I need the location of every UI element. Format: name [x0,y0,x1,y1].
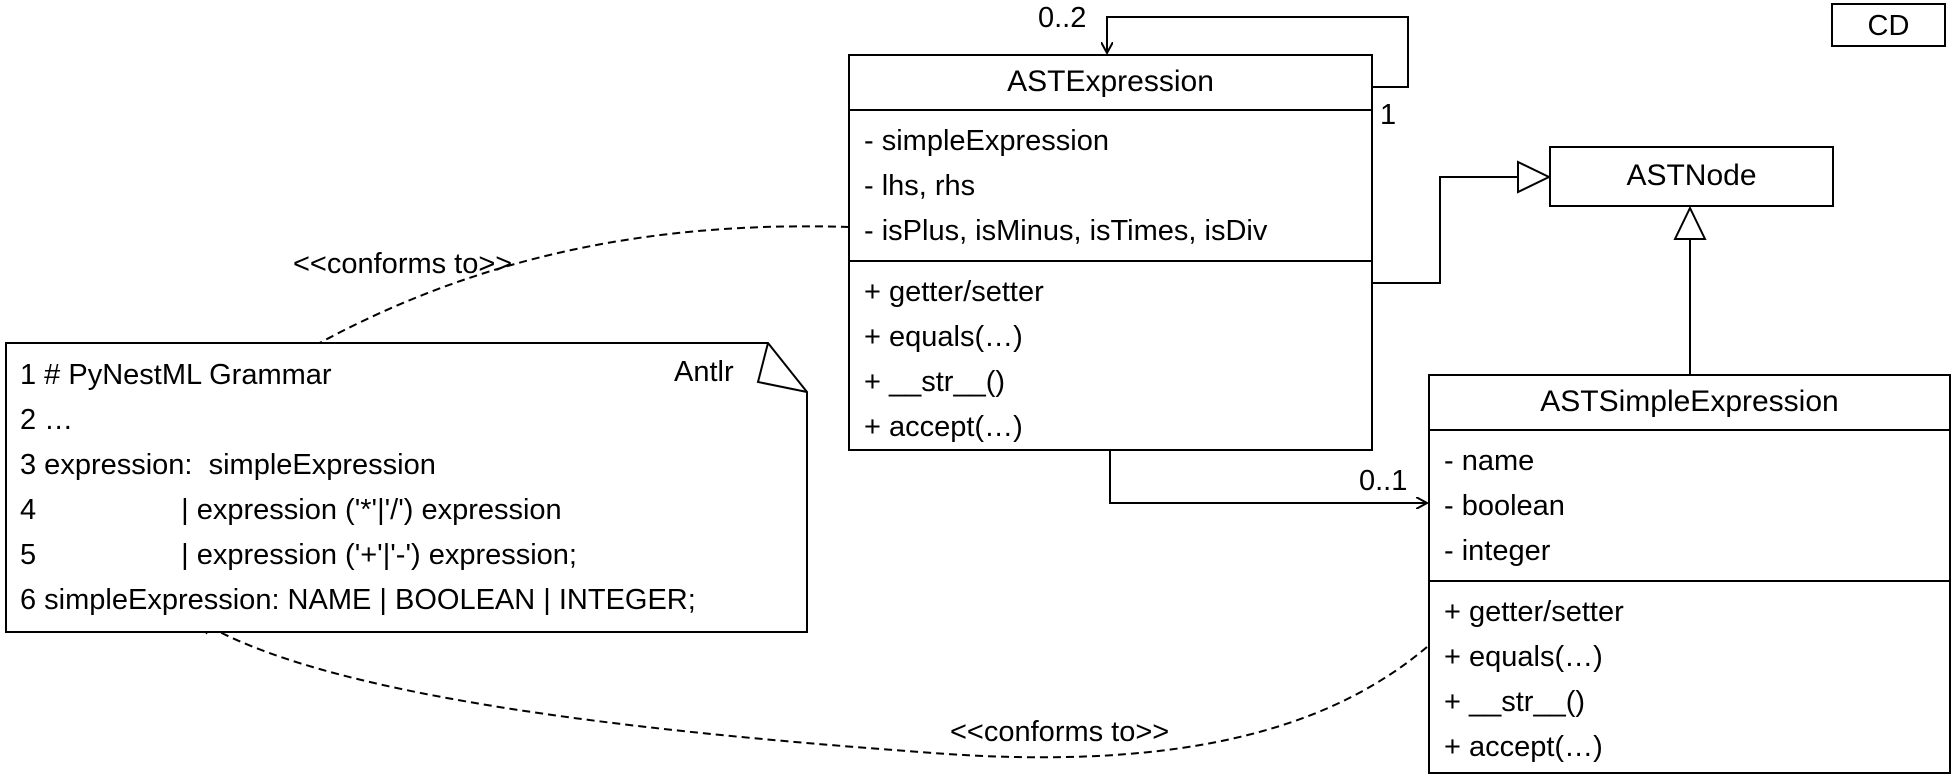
self-association-line [1107,16,1409,88]
diagram-type-label: CD [1867,10,1910,42]
multiplicity-self-source: 1 [1380,99,1397,131]
class-ast-simple-expression[interactable]: ASTSimpleExpression - name - boolean - i… [1428,374,1951,774]
grammar-note-fold [756,342,808,393]
diagram-type-tag: CD [1831,3,1946,47]
class-name: ASTSimpleExpression [1430,376,1949,431]
multiplicity-self-target: 0..2 [1038,2,1087,34]
method: + getter/setter [1444,596,1624,628]
generalization-arrowhead-up [1673,205,1707,240]
class-name: ASTNode [1626,159,1757,192]
attribute: - lhs, rhs [864,170,976,202]
grammar-lines: 1 # PyNestML Grammar 2 … 3 expression: s… [20,353,696,623]
attribute: - boolean [1444,490,1565,522]
grammar-line: 2 … [20,404,74,436]
grammar-line: 5 | expression ('+'|'-') expression; [20,539,577,571]
attributes-section: - name - boolean - integer [1430,431,1949,580]
generalization-expression-to-node [1372,176,1520,284]
method: + __str__() [864,366,1006,398]
conforms-dependency-simple-expression [198,620,1428,759]
conforms-dependency-expression [162,225,850,447]
attribute: - isPlus, isMinus, isTimes, isDiv [864,215,1268,247]
class-ast-expression[interactable]: ASTExpression - simpleExpression - lhs, … [848,54,1373,451]
multiplicity-simple-expression: 0..1 [1359,465,1408,497]
method: + __str__() [1444,686,1586,718]
conforms-to-label-top: <<conforms to>> [293,248,513,280]
method: + equals(…) [1444,641,1603,673]
note-tag: Antlr [674,356,734,388]
attribute: - integer [1444,535,1551,567]
method: + equals(…) [864,321,1023,353]
grammar-line: 4 | expression ('*'|'/') expression [20,494,562,526]
methods-section: + getter/setter + equals(…) + __str__() … [1430,580,1949,776]
grammar-note: Antlr 1 # PyNestML Grammar 2 … 3 express… [6,343,766,632]
grammar-line: 1 # PyNestML Grammar [20,359,332,391]
simple-expression-association-line [1109,451,1427,503]
method: + accept(…) [1444,731,1603,763]
conforms-to-label-bottom: <<conforms to>> [950,716,1170,748]
attribute: - name [1444,445,1535,477]
grammar-note-outline [5,342,808,633]
grammar-line: 3 expression: simpleExpression [20,449,436,481]
attributes-section: - simpleExpression - lhs, rhs - isPlus, … [850,111,1371,260]
method: + accept(…) [864,411,1023,443]
class-name: ASTExpression [850,56,1371,111]
method: + getter/setter [864,276,1044,308]
attribute: - simpleExpression [864,125,1109,157]
generalization-arrowhead-left [1517,160,1552,194]
class-ast-node[interactable]: ASTNode [1549,146,1834,207]
methods-section: + getter/setter + equals(…) + __str__() … [850,260,1371,456]
grammar-line: 6 simpleExpression: NAME | BOOLEAN | INT… [20,584,696,616]
